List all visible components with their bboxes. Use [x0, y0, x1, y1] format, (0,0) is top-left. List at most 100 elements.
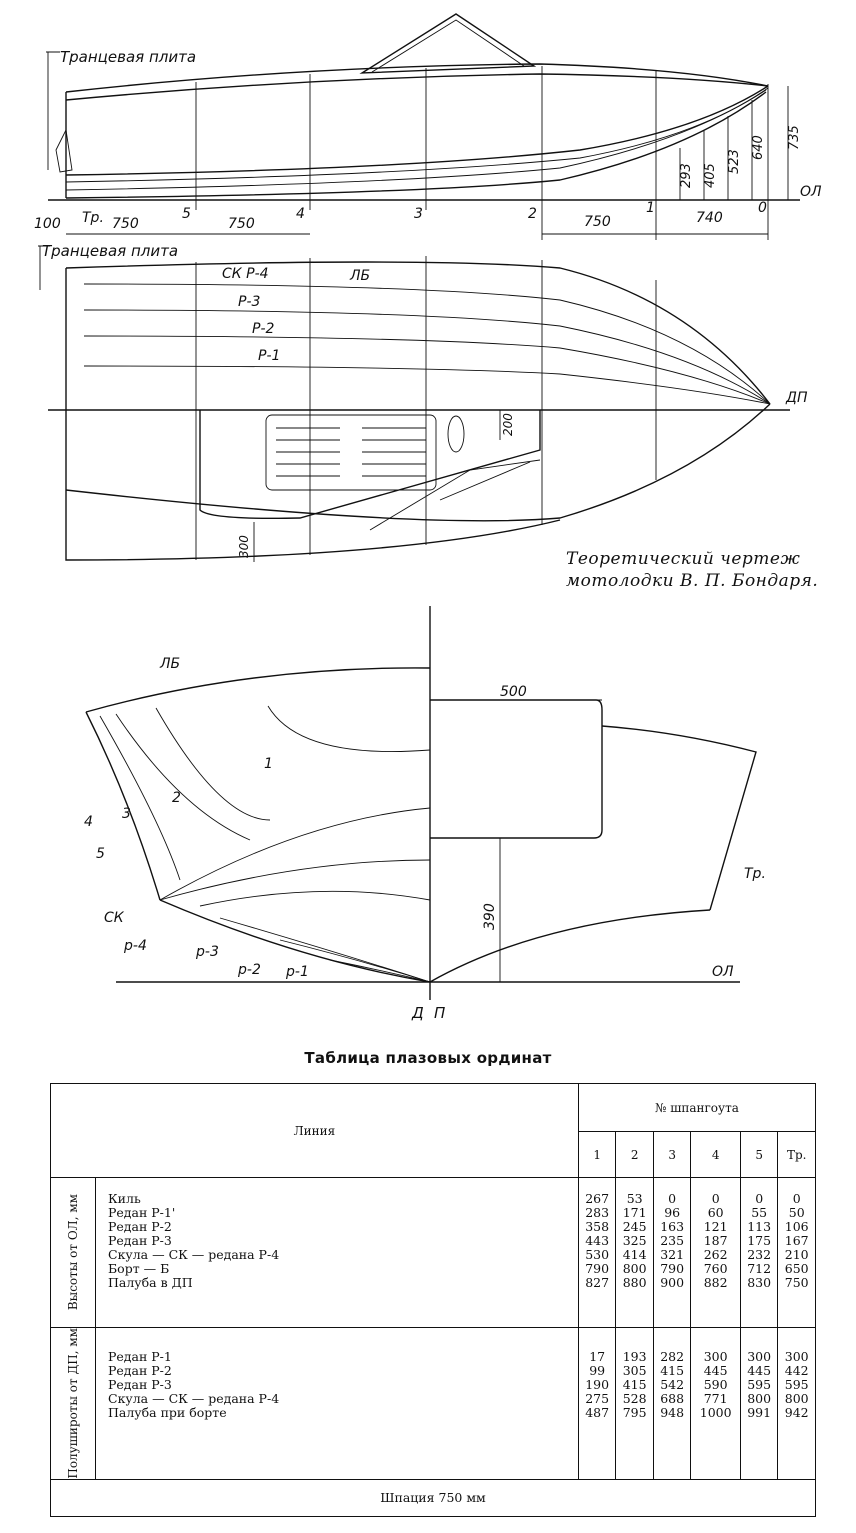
body-label-1: 1: [264, 756, 273, 772]
frame-tr: Тр.: [777, 1131, 816, 1178]
row-value: 595: [784, 1377, 809, 1392]
frame-3: 3: [652, 1131, 692, 1178]
row-value: 590: [703, 1377, 728, 1392]
group1-label: Высоты от ОЛ, мм: [66, 1194, 80, 1311]
row-value: 880: [622, 1275, 647, 1290]
dim-100: 100: [34, 216, 61, 232]
body-label-3: 3: [122, 806, 131, 822]
body-label-r3: р-3: [195, 944, 219, 960]
row-value: 800: [784, 1391, 809, 1406]
row-value: 0: [711, 1191, 720, 1206]
row-name: Редан Р-1: [108, 1349, 172, 1364]
row-value: 99: [589, 1363, 606, 1378]
row-value: 232: [747, 1247, 772, 1262]
row-value: 17: [589, 1349, 606, 1364]
station-1: 1: [646, 200, 655, 216]
profile-view: ОЛ Транцевая плита 293 405 523 640 735 Т…: [34, 13, 822, 240]
dim-750-c: 750: [584, 214, 611, 230]
body-label-tr: Тр.: [744, 866, 766, 882]
row-value: 305: [622, 1363, 647, 1378]
drawing-canvas: ОЛ Транцевая плита 293 405 523 640 735 Т…: [34, 13, 822, 1022]
station-0: 0: [758, 200, 767, 216]
body-label-ol: ОЛ: [712, 964, 734, 980]
row-value: 193: [622, 1349, 647, 1364]
station-tr: Тр.: [82, 210, 104, 226]
plan-line-r2: Р-2: [252, 321, 274, 337]
row-value: 0: [755, 1191, 764, 1206]
row-name: Скула — СК — редана Р-4: [108, 1247, 280, 1262]
body-label-r1: р-1: [285, 964, 309, 980]
plan-line-lb: ЛБ: [349, 268, 370, 284]
row-value: 650: [784, 1261, 809, 1276]
row-value: 688: [660, 1391, 685, 1406]
row-value: 325: [622, 1233, 647, 1248]
row-value: 190: [585, 1377, 610, 1392]
height-523: 523: [727, 149, 742, 174]
frame-2: 2: [615, 1131, 654, 1178]
row-value: 0: [668, 1191, 677, 1206]
row-value: 283: [585, 1205, 610, 1220]
row-value: 712: [747, 1261, 772, 1276]
drawing-caption: Теоретический чертеж мотолодки В. П. Бон…: [566, 548, 818, 592]
row-value: 487: [585, 1405, 610, 1420]
row-value: 948: [660, 1405, 685, 1420]
height-735: 735: [787, 125, 802, 150]
row-value: 96: [664, 1205, 681, 1220]
profile-baseline-label: ОЛ: [800, 184, 822, 200]
plan-centerline-label: ДП: [785, 390, 808, 406]
row-value: 942: [784, 1405, 809, 1420]
frame-5: 5: [739, 1131, 779, 1178]
row-value: 358: [585, 1219, 610, 1234]
row-value: 750: [784, 1275, 809, 1290]
row-value: 210: [784, 1247, 809, 1262]
row-value: 163: [660, 1219, 685, 1234]
row-value: 414: [622, 1247, 647, 1262]
row-value: 415: [660, 1363, 685, 1378]
row-value: 830: [747, 1275, 772, 1290]
row-value: 442: [784, 1363, 809, 1378]
body-label-d: Д: [411, 1004, 424, 1022]
group2-label: Полуширoты от ДП, мм: [66, 1328, 80, 1479]
body-label-lb: ЛБ: [159, 656, 180, 672]
body-label-r4: р-4: [123, 938, 147, 954]
table-title: Таблица плазовых ординат: [304, 1049, 552, 1067]
frame-1: 1: [577, 1131, 617, 1178]
row-value: 171: [622, 1205, 647, 1220]
row-name: Редан Р-1': [108, 1205, 176, 1220]
row-value: 445: [703, 1363, 728, 1378]
body-plan-view: 500 390 ЛБ 1 2 3 4 5 СК р-4 р-3 р-2 р-1 …: [84, 606, 766, 1022]
row-value: 60: [707, 1205, 724, 1220]
row-value: 900: [660, 1275, 685, 1290]
ordinates-table: Линия № шпангоута 1 2 3 4 5 Тр. Высоты о…: [50, 1083, 817, 1517]
row-value: 530: [585, 1247, 610, 1262]
plan-transom-label: Транцевая плита: [42, 242, 178, 260]
row-value: 167: [784, 1233, 809, 1248]
row-value: 282: [660, 1349, 685, 1364]
row-name: Редан Р-3: [108, 1377, 172, 1392]
row-value: 445: [747, 1363, 772, 1378]
row-value: 262: [703, 1247, 728, 1262]
dim-750-b: 750: [228, 216, 255, 232]
body-dim-390: 390: [482, 903, 498, 930]
row-value: 595: [747, 1377, 772, 1392]
row-name: Борт — Б: [108, 1261, 170, 1276]
body-label-r2: р-2: [237, 962, 261, 978]
station-2: 2: [528, 206, 537, 222]
row-name: Палуба при борте: [108, 1405, 227, 1420]
body-label-2: 2: [172, 790, 181, 806]
row-value: 443: [585, 1233, 610, 1248]
row-value: 275: [585, 1391, 610, 1406]
row-value: 300: [784, 1349, 809, 1364]
row-value: 790: [660, 1261, 685, 1276]
row-name: Редан Р-2: [108, 1363, 172, 1378]
